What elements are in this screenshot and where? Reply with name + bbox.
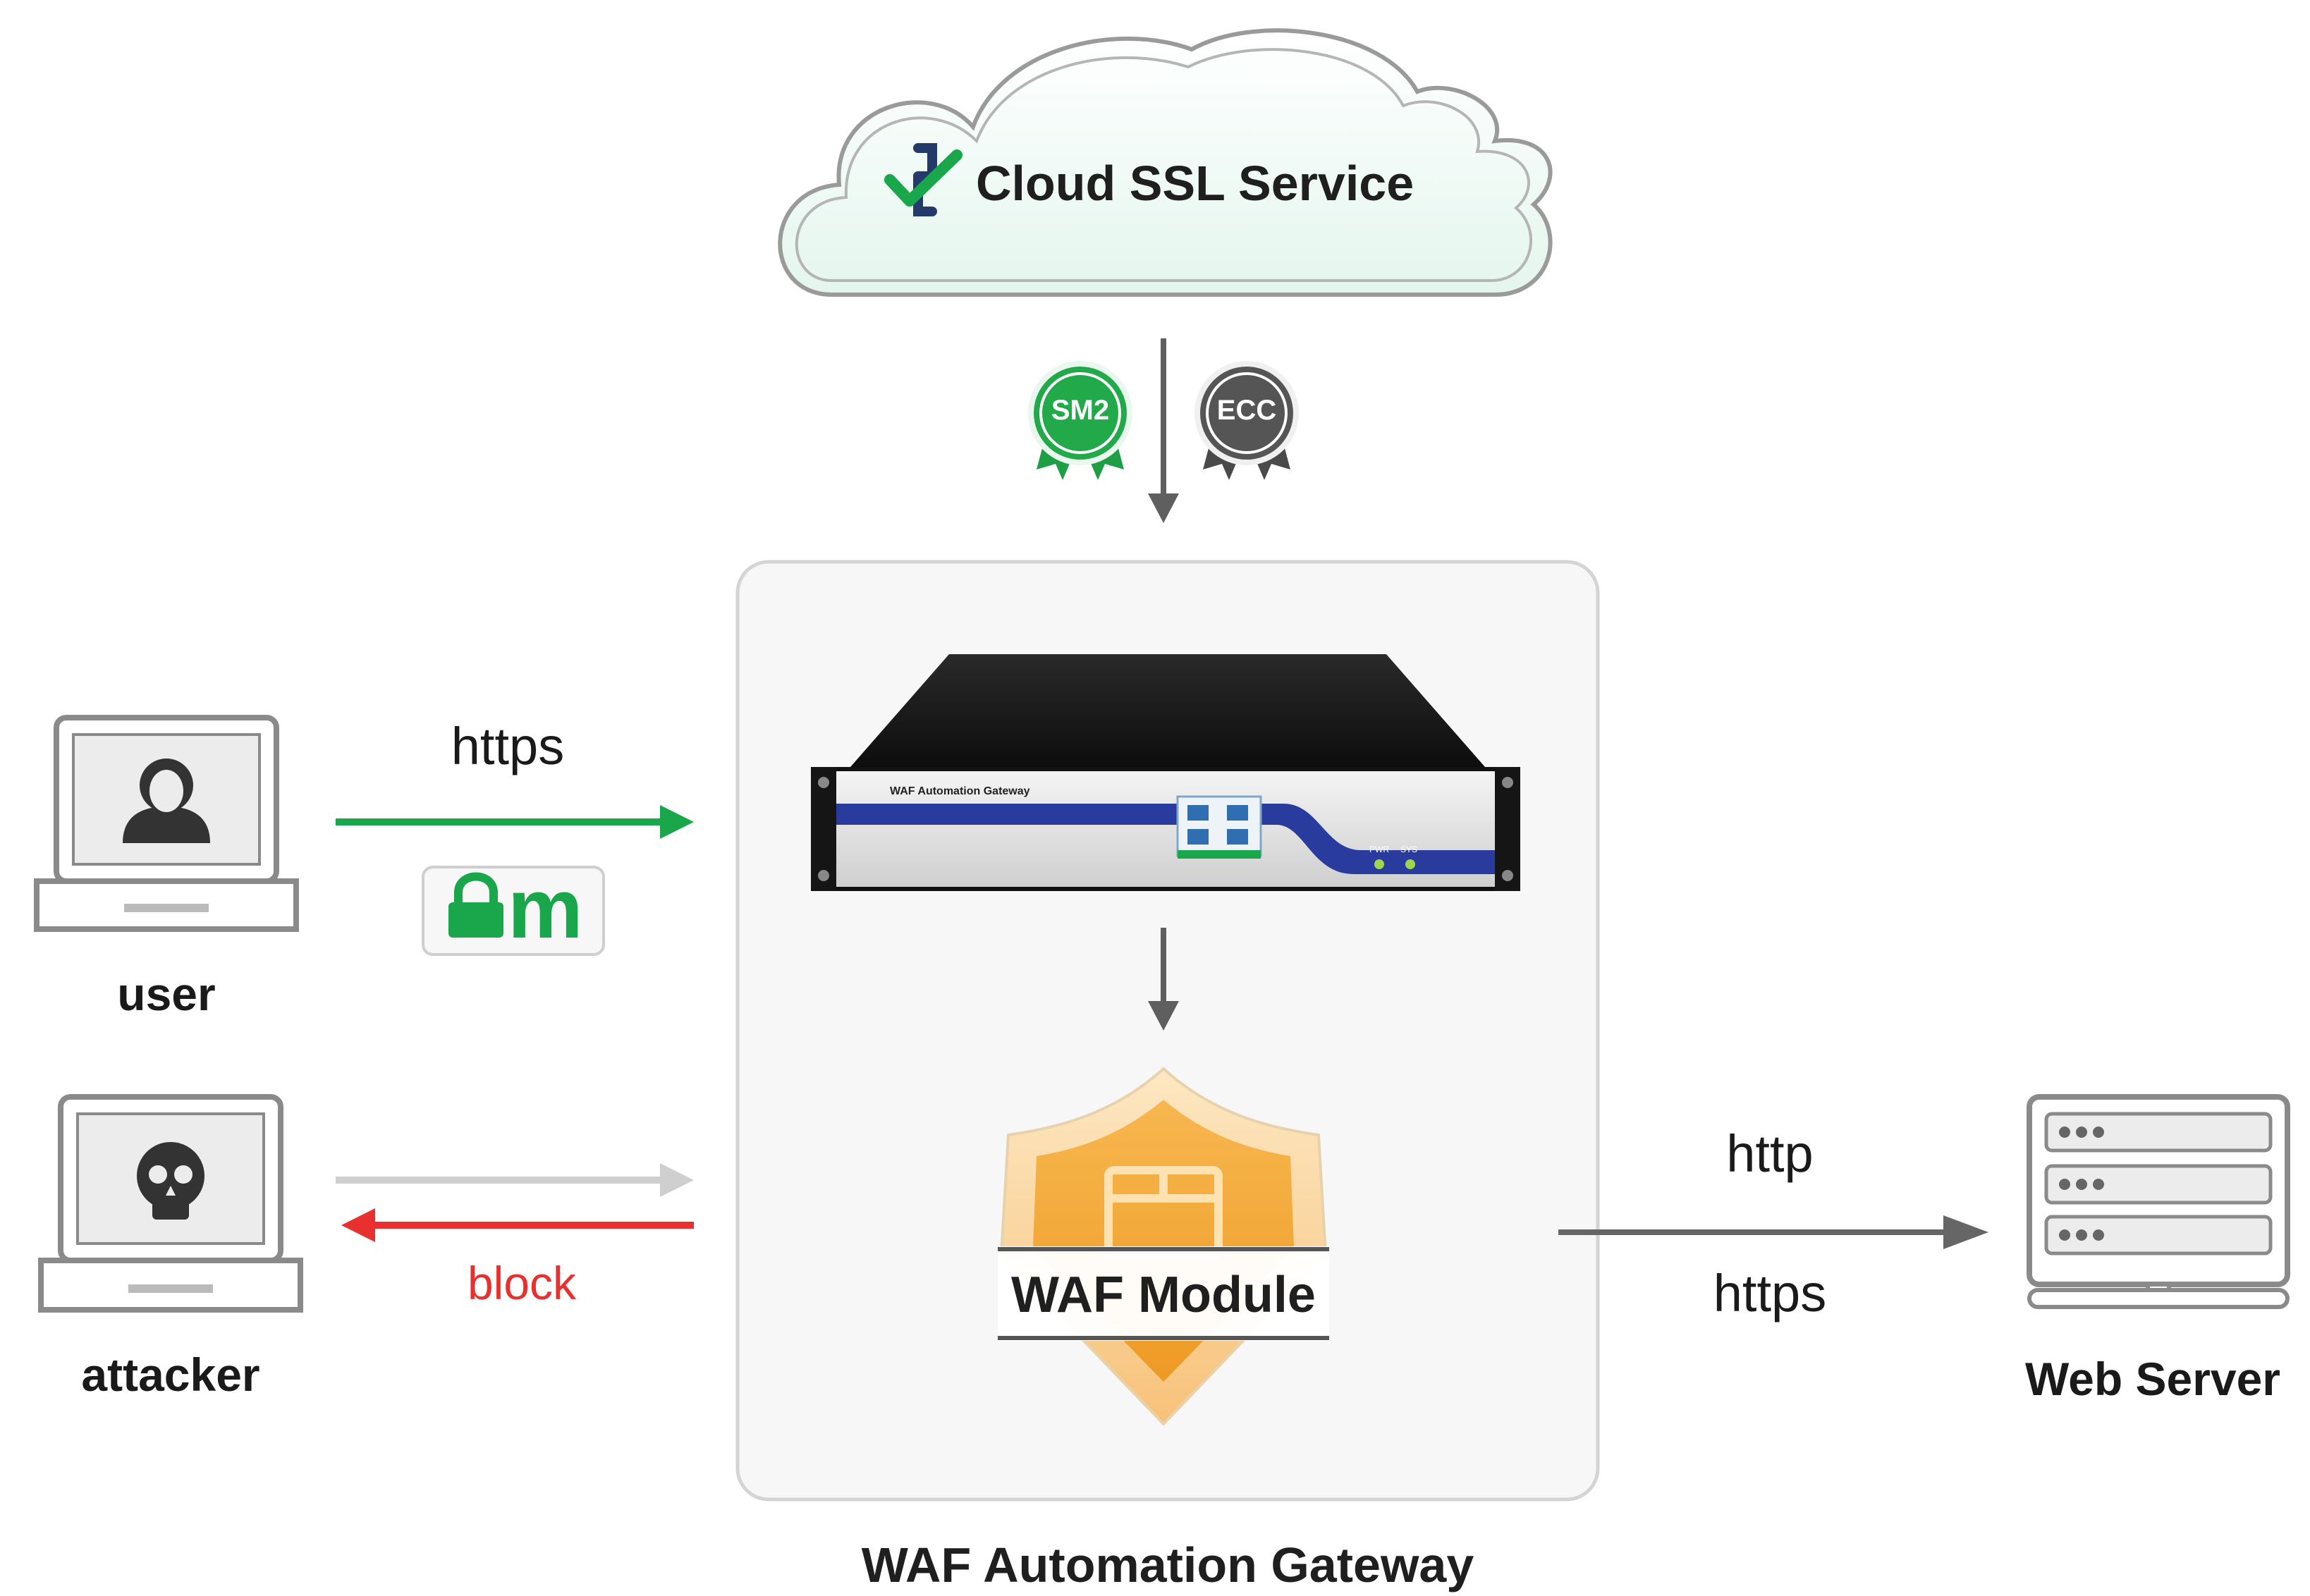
web-server-icon [2027,1094,2290,1309]
secure-connection-chip [422,866,605,956]
block-label: block [467,1257,577,1309]
sm2-badge-icon [1028,361,1132,480]
user-avatar-icon [123,759,210,843]
waf-module-label: WAF Module [1011,1267,1316,1323]
appliance-led-sys: SYS [1400,845,1418,854]
attacker-label: attacker [81,1349,260,1401]
cloud-to-gateway-arrow [1148,338,1179,523]
server-protocol-https: https [1713,1264,1827,1322]
cert-chip-letter: m [508,861,583,956]
user-laptop-icon [34,715,299,932]
attacker-request-arrow [336,1163,694,1197]
ecc-badge-icon [1194,361,1299,480]
user-protocol-label: https [451,717,565,775]
ecc-badge-label: ECC [1216,395,1277,426]
block-arrow [341,1208,694,1242]
web-server-label: Web Server [2025,1353,2280,1405]
gateway-to-server-arrow [1558,1215,1988,1249]
user-https-arrow [336,805,694,839]
cloud-shape [778,28,1553,297]
appliance-brand-label: WAF Automation Gateway [890,785,1030,797]
user-label: user [117,968,216,1020]
sm2-badge-label: SM2 [1051,395,1110,426]
appliance-led-pwr: PWR [1369,845,1389,854]
gateway-appliance [811,654,1520,891]
ssl-shield-check-icon [884,143,963,216]
skull-icon [137,1142,204,1220]
waf-module-shield-icon [998,1067,1329,1426]
gateway-title: WAF Automation Gateway [861,1537,1474,1592]
cloud-title: Cloud SSL Service [976,156,1414,211]
appliance-to-module-arrow [1148,928,1179,1031]
server-protocol-http: http [1726,1124,1814,1183]
